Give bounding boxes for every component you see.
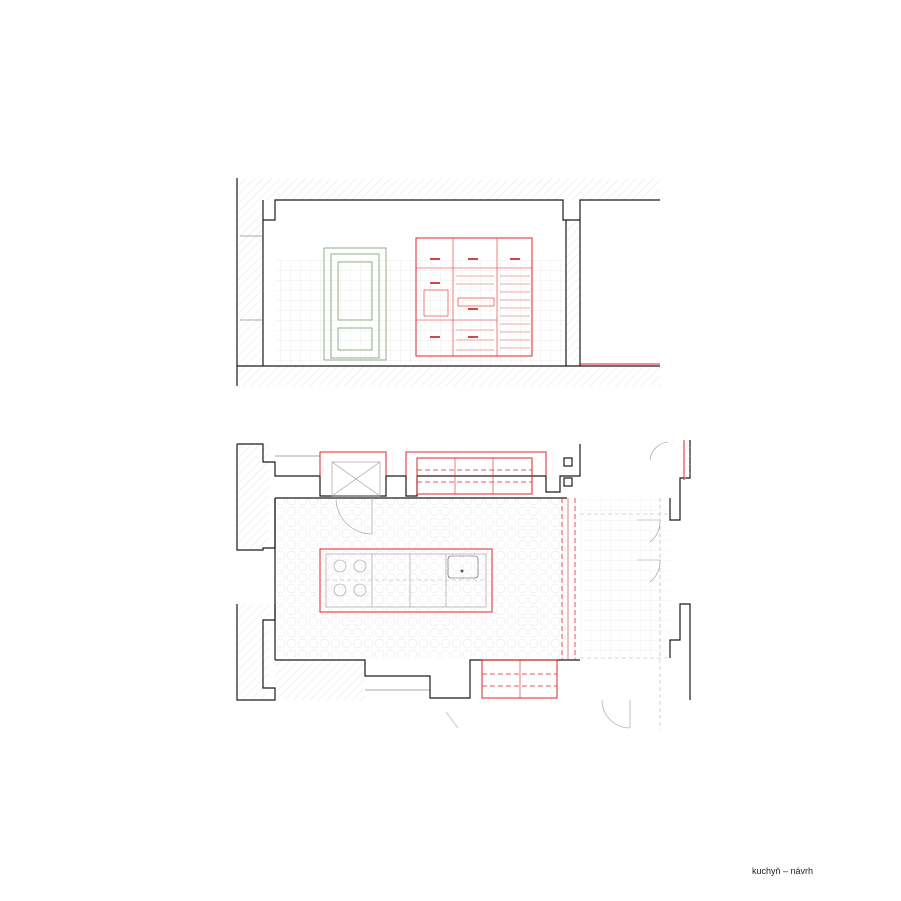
wall-tiling (275, 260, 565, 364)
hob-burner (353, 583, 367, 597)
hob-burner (333, 583, 347, 597)
left-wall-hatch (237, 200, 263, 366)
floor-plan-view (236, 440, 691, 730)
floor-hatch (237, 366, 660, 386)
right-wall-hatch (680, 440, 690, 480)
column-1 (563, 457, 573, 467)
proposed-niche (319, 451, 387, 476)
kitchen-island (319, 548, 493, 613)
wall-hatch-bottom (275, 660, 365, 700)
wall-hatch-left-top (237, 444, 269, 548)
built-in-oven (423, 289, 449, 317)
column-2 (563, 477, 573, 487)
corridor-tiling (580, 498, 670, 658)
sink (447, 555, 479, 579)
proposed-wall-cabinets-plan (405, 451, 547, 495)
sink-drain (460, 569, 464, 573)
fridge (331, 461, 381, 497)
ceiling-hatch (237, 178, 660, 200)
proposed-bottom-cabinets (481, 659, 558, 699)
existing-door (323, 247, 387, 361)
hob-burner (333, 559, 347, 573)
elevation-outline (236, 178, 660, 386)
pier-hatch (566, 218, 580, 366)
proposed-cabinetry (415, 237, 533, 357)
sheet-caption: kuchyň – návrh (752, 866, 814, 876)
wall-hatch-left-bottom (237, 604, 269, 700)
proposed-beam (561, 498, 576, 660)
hob-burner (353, 559, 367, 573)
elevation-view (236, 178, 660, 386)
floor-tiling (277, 498, 567, 658)
